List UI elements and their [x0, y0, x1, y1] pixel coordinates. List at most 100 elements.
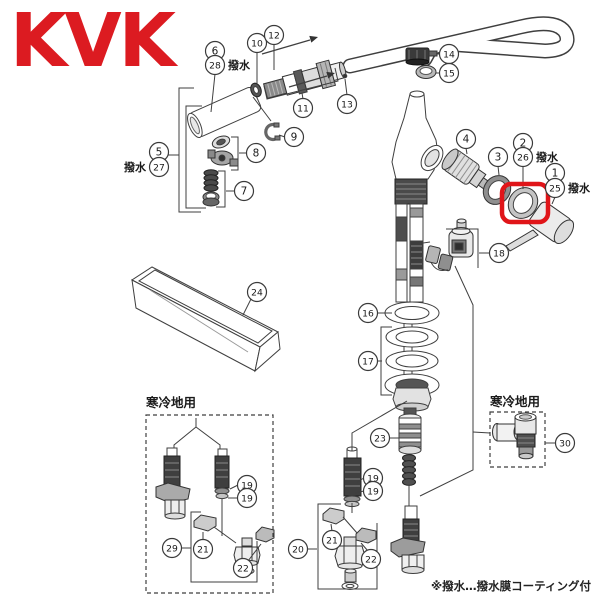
water-repellent-label: 撥水 — [568, 181, 591, 195]
part-callout-9: 9 — [283, 126, 305, 148]
part-callout-15: 15 — [438, 62, 460, 84]
part-number: 19 — [241, 481, 253, 492]
connector-part-23 — [398, 407, 422, 455]
part-number: 19 — [367, 487, 379, 498]
part-number: 12 — [268, 31, 280, 42]
leader-lines — [168, 44, 556, 562]
part-18-group — [425, 218, 474, 272]
part-number: 22 — [237, 564, 249, 575]
part-number: 17 — [362, 357, 374, 368]
part-callout-2: 2 — [512, 132, 534, 154]
part-number: 9 — [291, 132, 298, 144]
alignment-lines — [252, 96, 491, 534]
part-callout-11: 11 — [292, 97, 314, 119]
part-callout-12: 12 — [263, 24, 285, 46]
part-callout-22: 22 — [232, 557, 254, 579]
part-number: 2 — [520, 138, 527, 150]
part-number: 4 — [463, 134, 470, 146]
part-callout-28: 28 撥水 — [204, 54, 251, 76]
spout-aerator — [405, 47, 430, 66]
cold-region-box-left — [145, 414, 274, 594]
part-callout-18: 18 — [488, 242, 510, 264]
part-callout-22: 22 — [360, 548, 382, 570]
exploded-diagram — [131, 16, 575, 594]
part-callout-21: 21 — [321, 529, 343, 551]
cold-region-label-left: 寒冷地用 — [145, 395, 196, 410]
part-callout-30: 30 — [554, 432, 576, 454]
water-repellent-label: 撥水 — [536, 150, 559, 164]
part-number: 28 — [209, 61, 221, 72]
part-number: 1 — [552, 168, 559, 180]
handle-part-1 — [505, 201, 575, 252]
part-callout-23: 23 — [369, 427, 391, 449]
part-callout-19: 19 — [362, 480, 384, 502]
part-number: 5 — [156, 147, 163, 159]
screw-part-14 — [428, 50, 438, 57]
highlight-box — [499, 181, 551, 225]
part-number: 16 — [362, 309, 374, 320]
left-standpipe — [343, 446, 362, 508]
part-number: 30 — [559, 439, 571, 450]
ring-part-10 — [250, 82, 262, 98]
clip-part-9 — [264, 122, 281, 142]
part-callout-26: 26 撥水 — [512, 146, 559, 168]
spout-pipe — [342, 16, 575, 79]
spring-part — [402, 454, 416, 486]
part-callout-10: 10 — [246, 32, 268, 54]
part-number: 15 — [443, 69, 455, 80]
kvk-logo: KVK — [10, 0, 179, 84]
cold-region-right-part-30 — [492, 412, 537, 460]
part-number: 21 — [197, 545, 209, 556]
part-number: 14 — [443, 50, 455, 61]
ring-nut-part-15 — [415, 65, 437, 79]
direction-arrows — [261, 35, 335, 88]
part-callout-3: 3 — [487, 146, 509, 168]
part-number: 8 — [253, 148, 260, 160]
part-number: 25 — [549, 184, 561, 195]
screw-part-13 — [342, 73, 348, 79]
part-number: 19 — [367, 474, 379, 485]
part-number: 18 — [493, 249, 505, 260]
part-number: 11 — [297, 104, 309, 115]
part-callout-20: 20 — [287, 538, 309, 560]
ring-stack — [384, 301, 440, 412]
spring-seal-parts-7 — [202, 169, 220, 207]
group-20-parts — [322, 507, 377, 590]
part-number: 7 — [241, 186, 248, 198]
cold-region-box-right — [489, 411, 546, 468]
part-callout-27: 27 撥水 — [124, 156, 170, 178]
part-number: 26 — [517, 153, 529, 164]
tray-part-24 — [131, 266, 281, 373]
part-callout-21: 21 — [192, 538, 214, 560]
faucet-body — [391, 90, 444, 205]
part-callout-8: 8 — [245, 142, 267, 164]
part-callout-17: 17 — [357, 350, 379, 372]
cold-region-left-parts — [155, 418, 275, 575]
part-callout-19: 19 — [236, 487, 258, 509]
part-number: 27 — [153, 163, 165, 174]
part-number: 29 — [166, 544, 178, 555]
ring-part-2 — [507, 187, 539, 219]
part-callout-25: 25 撥水 — [544, 177, 591, 199]
part-callout-4: 4 — [455, 128, 477, 150]
water-repellent-label: 撥水 — [228, 58, 251, 72]
spray-head-group — [187, 59, 348, 207]
part-number: 13 — [341, 100, 353, 111]
handle-lever-rod — [505, 229, 539, 252]
part-callout-13: 13 — [336, 93, 358, 115]
cold-region-label-right: 寒冷地用 — [489, 394, 540, 409]
part-callout-7: 7 — [233, 180, 255, 202]
part-callout-14: 14 — [438, 43, 460, 65]
part-number: 22 — [365, 555, 377, 566]
hose-connector-part-12 — [262, 59, 347, 99]
part-callout-24: 24 — [246, 281, 268, 303]
part-number: 20 — [292, 545, 304, 556]
water-repellent-label: 撥水 — [124, 160, 147, 174]
part-callout-29: 29 — [161, 537, 183, 559]
part-number: 24 — [251, 288, 263, 299]
part-number: 6 — [212, 46, 219, 58]
part-number: 10 — [251, 39, 263, 50]
